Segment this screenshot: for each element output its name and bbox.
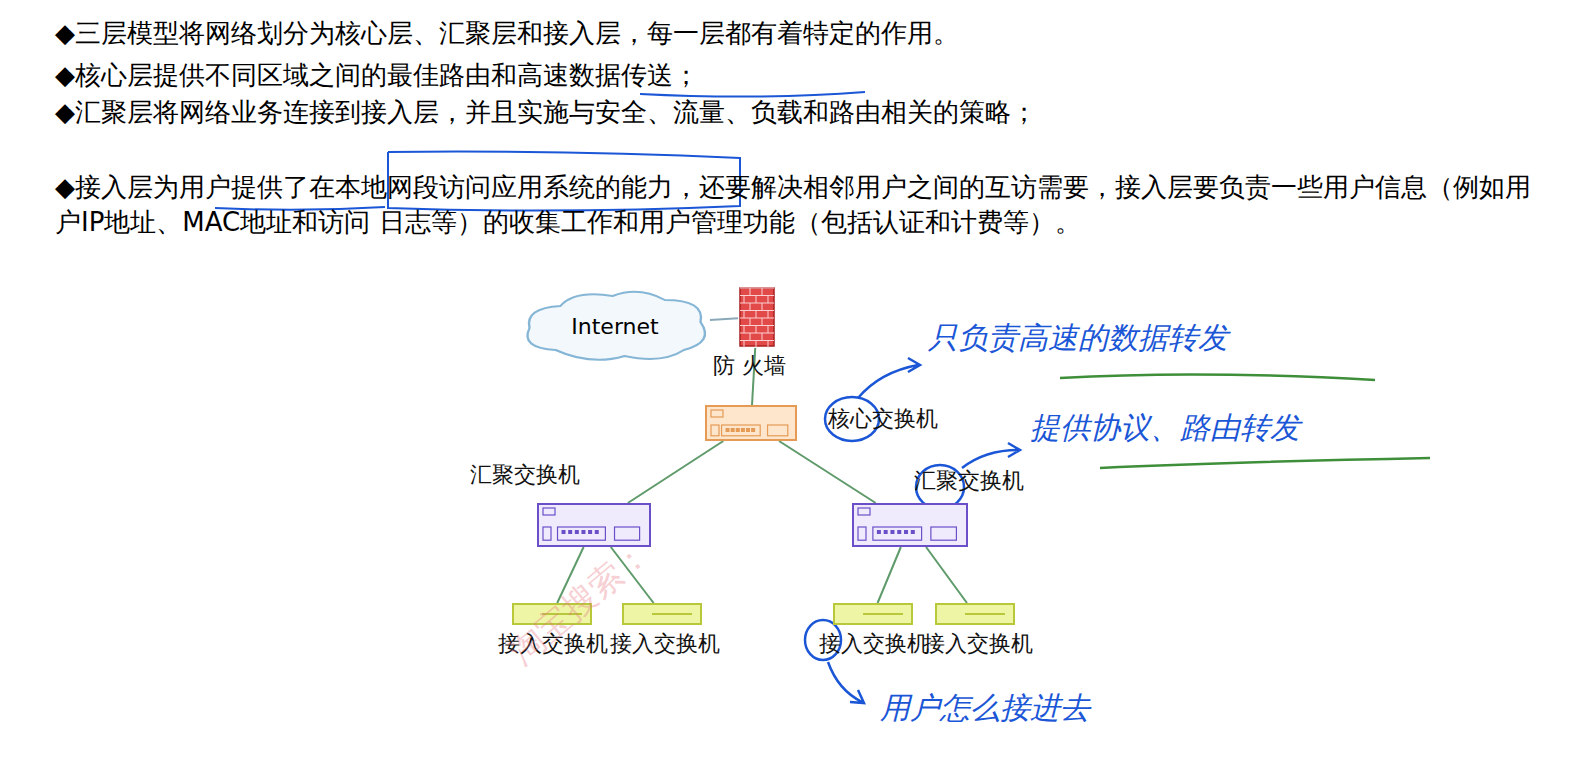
node-label: 接入交换机 (923, 630, 1033, 658)
pen-arrow (828, 662, 864, 703)
switch-node: 接入交换机 (622, 603, 702, 625)
handwritten-note: 只负责高速的数据转发 (928, 318, 1228, 359)
bullet-paragraph: ◆接入层为用户提供了在本地网段访问应用系统的能力，还要解决相邻用户之间的互访需要… (55, 170, 1540, 240)
network-link (878, 547, 901, 603)
cloud-node: Internet (520, 290, 710, 362)
agg-icon (852, 503, 968, 547)
pen-underline (1060, 374, 1375, 380)
pen-underline (1100, 458, 1430, 468)
bullet-paragraph: ◆汇聚层将网络业务连接到接入层，并且实施与安全、流量、负载和路由相关的策略； (55, 95, 1540, 130)
network-link (779, 441, 876, 503)
core-icon (705, 405, 797, 441)
network-link (926, 547, 967, 603)
pen-underline (640, 92, 865, 97)
pen-arrow (858, 358, 920, 398)
acc-icon (833, 603, 913, 625)
network-link (710, 318, 738, 320)
switch-node: 接入交换机 (935, 603, 1015, 625)
pen-arrow (962, 443, 1020, 468)
handwritten-note: 提供协议、路由转发 (1030, 408, 1300, 449)
node-label: 接入交换机 (610, 630, 720, 658)
node-label: 核心交换机 (828, 405, 938, 433)
bullet-paragraph: ◆核心层提供不同区域之间的最佳路由和高速数据传送； (55, 58, 1540, 93)
node-label: 汇聚交换机 (470, 461, 580, 489)
switch-node: 核心交换机 (705, 405, 797, 441)
handwritten-note: 用户怎么接进去 (880, 688, 1090, 729)
firewall-node: 防 火墙 (738, 286, 776, 348)
switch-node: 汇聚交换机 (852, 503, 968, 547)
acc-icon (622, 603, 702, 625)
node-label: Internet (520, 290, 710, 362)
acc-icon (935, 603, 1015, 625)
switch-node: 接入交换机 (833, 603, 913, 625)
node-label: 接入交换机 (819, 630, 929, 658)
node-label: 防 火墙 (713, 352, 786, 380)
bullet-paragraph: ◆三层模型将网络划分为核心层、汇聚层和接入层，每一层都有着特定的作用。 (55, 16, 1540, 51)
wall-icon (738, 286, 776, 348)
node-label: 汇聚交换机 (914, 467, 1024, 495)
network-link (628, 441, 723, 503)
